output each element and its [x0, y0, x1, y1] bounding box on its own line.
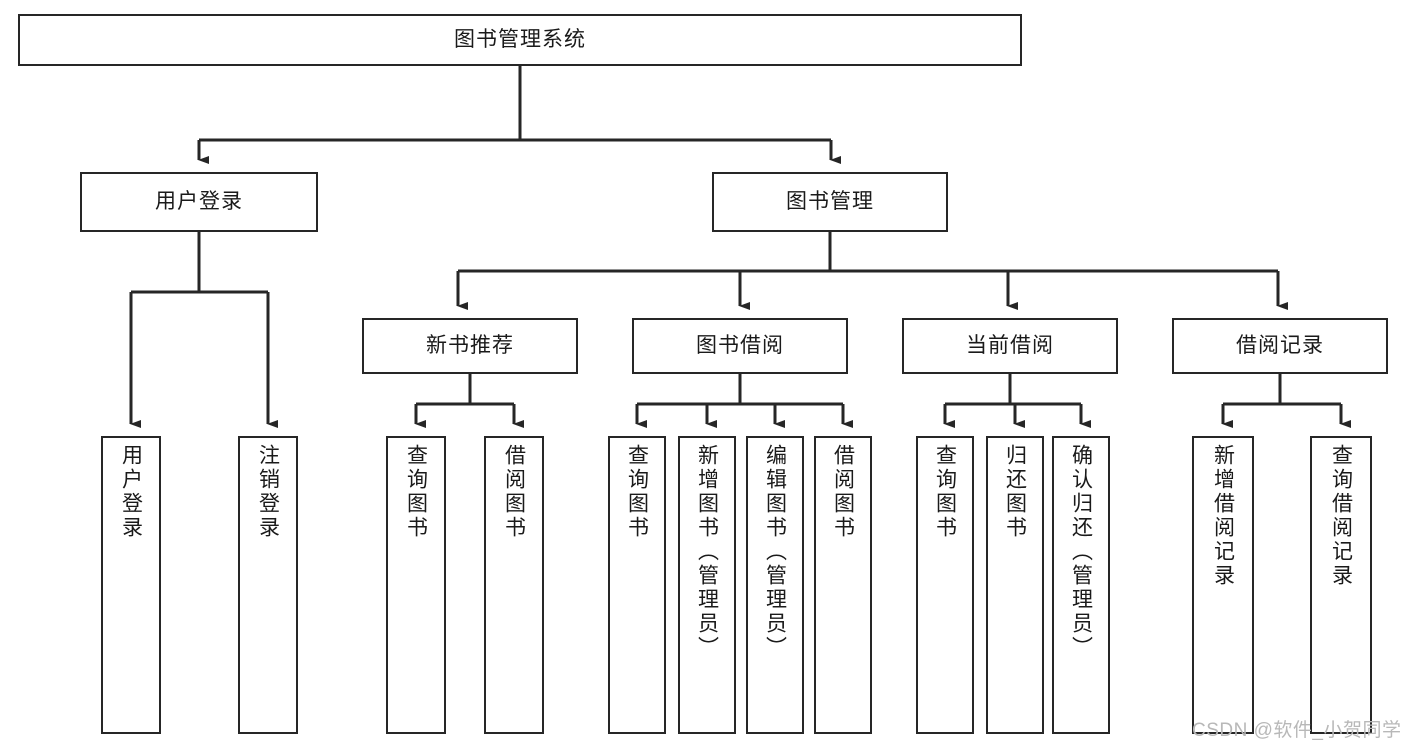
leaf-query-book-2[interactable]: 查询图书	[608, 436, 666, 734]
leaf-confirm-return-label: 确认归还（管理员）	[1069, 444, 1093, 660]
node-book-borrow-label: 图书借阅	[696, 334, 784, 358]
leaf-user-logout[interactable]: 注销登录	[238, 436, 298, 734]
node-book-manage[interactable]: 图书管理	[712, 172, 948, 232]
node-user-login[interactable]: 用户登录	[80, 172, 318, 232]
leaf-add-borrow-record-label: 新增借阅记录	[1211, 444, 1235, 588]
leaf-add-borrow-record[interactable]: 新增借阅记录	[1192, 436, 1254, 734]
node-new-book-recommend[interactable]: 新书推荐	[362, 318, 578, 374]
node-borrow-record-label: 借阅记录	[1236, 334, 1324, 358]
leaf-query-book-2-label: 查询图书	[625, 444, 649, 540]
leaf-query-book-1-label: 查询图书	[404, 444, 428, 540]
node-new-book-recommend-label: 新书推荐	[426, 334, 514, 358]
node-current-borrow[interactable]: 当前借阅	[902, 318, 1118, 374]
node-root-label: 图书管理系统	[454, 28, 586, 52]
leaf-borrow-book-1[interactable]: 借阅图书	[484, 436, 544, 734]
leaf-borrow-book-2-label: 借阅图书	[831, 444, 855, 540]
leaf-return-book-label: 归还图书	[1003, 444, 1027, 540]
leaf-borrow-book-1-label: 借阅图书	[502, 444, 526, 540]
leaf-query-borrow-record-label: 查询借阅记录	[1329, 444, 1353, 588]
leaf-user-login-label: 用户登录	[119, 444, 143, 540]
leaf-add-book-label: 新增图书（管理员）	[695, 444, 719, 660]
leaf-edit-book[interactable]: 编辑图书（管理员）	[746, 436, 804, 734]
leaf-edit-book-label: 编辑图书（管理员）	[763, 444, 787, 660]
node-borrow-record[interactable]: 借阅记录	[1172, 318, 1388, 374]
node-book-manage-label: 图书管理	[786, 190, 874, 214]
leaf-query-book-1[interactable]: 查询图书	[386, 436, 446, 734]
node-current-borrow-label: 当前借阅	[966, 334, 1054, 358]
leaf-user-login[interactable]: 用户登录	[101, 436, 161, 734]
leaf-add-book[interactable]: 新增图书（管理员）	[678, 436, 736, 734]
leaf-query-book-3[interactable]: 查询图书	[916, 436, 974, 734]
watermark: CSDN @软件_小贺同学	[1192, 720, 1402, 741]
leaf-query-borrow-record[interactable]: 查询借阅记录	[1310, 436, 1372, 734]
node-book-borrow[interactable]: 图书借阅	[632, 318, 848, 374]
leaf-return-book[interactable]: 归还图书	[986, 436, 1044, 734]
node-user-login-label: 用户登录	[155, 190, 243, 214]
leaf-borrow-book-2[interactable]: 借阅图书	[814, 436, 872, 734]
leaf-user-logout-label: 注销登录	[256, 444, 280, 540]
leaf-query-book-3-label: 查询图书	[933, 444, 957, 540]
leaf-confirm-return[interactable]: 确认归还（管理员）	[1052, 436, 1110, 734]
node-root[interactable]: 图书管理系统	[18, 14, 1022, 66]
